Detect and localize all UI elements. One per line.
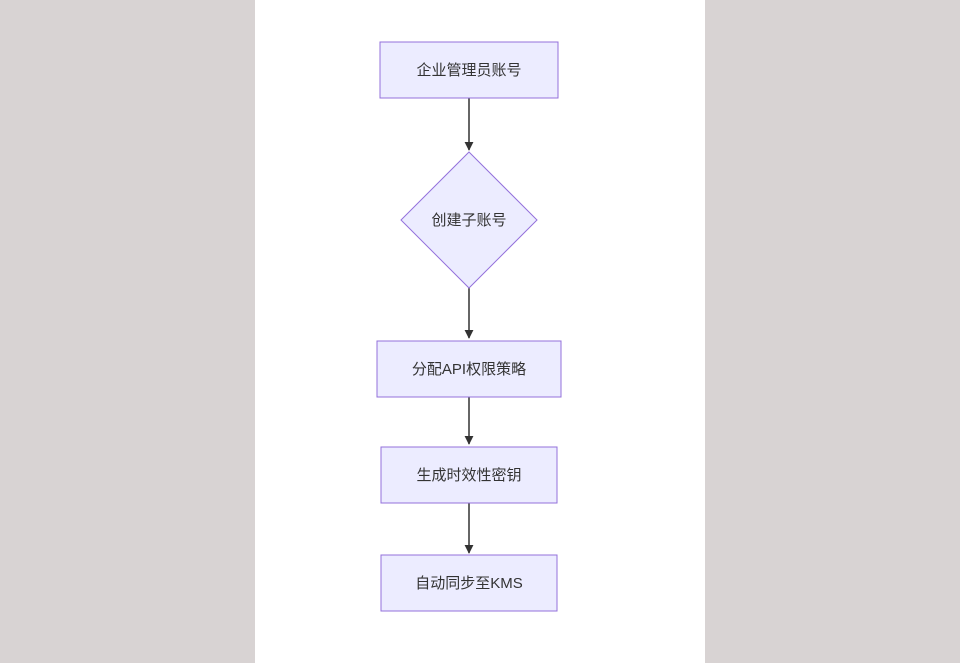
node-generate-temp-key-label: 生成时效性密钥 <box>416 467 521 484</box>
diagram-canvas: 企业管理员账号 创建子账号 分配API权限策略 生成时效性密钥 自动同步至KMS <box>255 0 705 663</box>
node-create-subaccount-label: 创建子账号 <box>431 212 506 229</box>
node-create-subaccount-diamond <box>400 151 538 289</box>
node-admin-account-label: 企业管理员账号 <box>416 61 521 79</box>
node-assign-api-policy: 分配API权限策略 <box>376 340 562 398</box>
flowchart-svg: 企业管理员账号 创建子账号 分配API权限策略 生成时效性密钥 自动同步至KMS <box>376 41 562 612</box>
node-admin-account: 企业管理员账号 <box>379 41 559 99</box>
node-admin-account-box <box>379 41 559 99</box>
node-generate-temp-key-box <box>380 446 558 504</box>
node-sync-to-kms-label: 自动同步至KMS <box>415 575 523 592</box>
node-assign-api-policy-box <box>376 340 562 398</box>
node-sync-to-kms: 自动同步至KMS <box>380 554 558 612</box>
node-generate-temp-key: 生成时效性密钥 <box>380 446 558 504</box>
node-sync-to-kms-box <box>380 554 558 612</box>
node-create-subaccount: 创建子账号 <box>400 151 538 289</box>
node-assign-api-policy-label: 分配API权限策略 <box>412 361 526 378</box>
